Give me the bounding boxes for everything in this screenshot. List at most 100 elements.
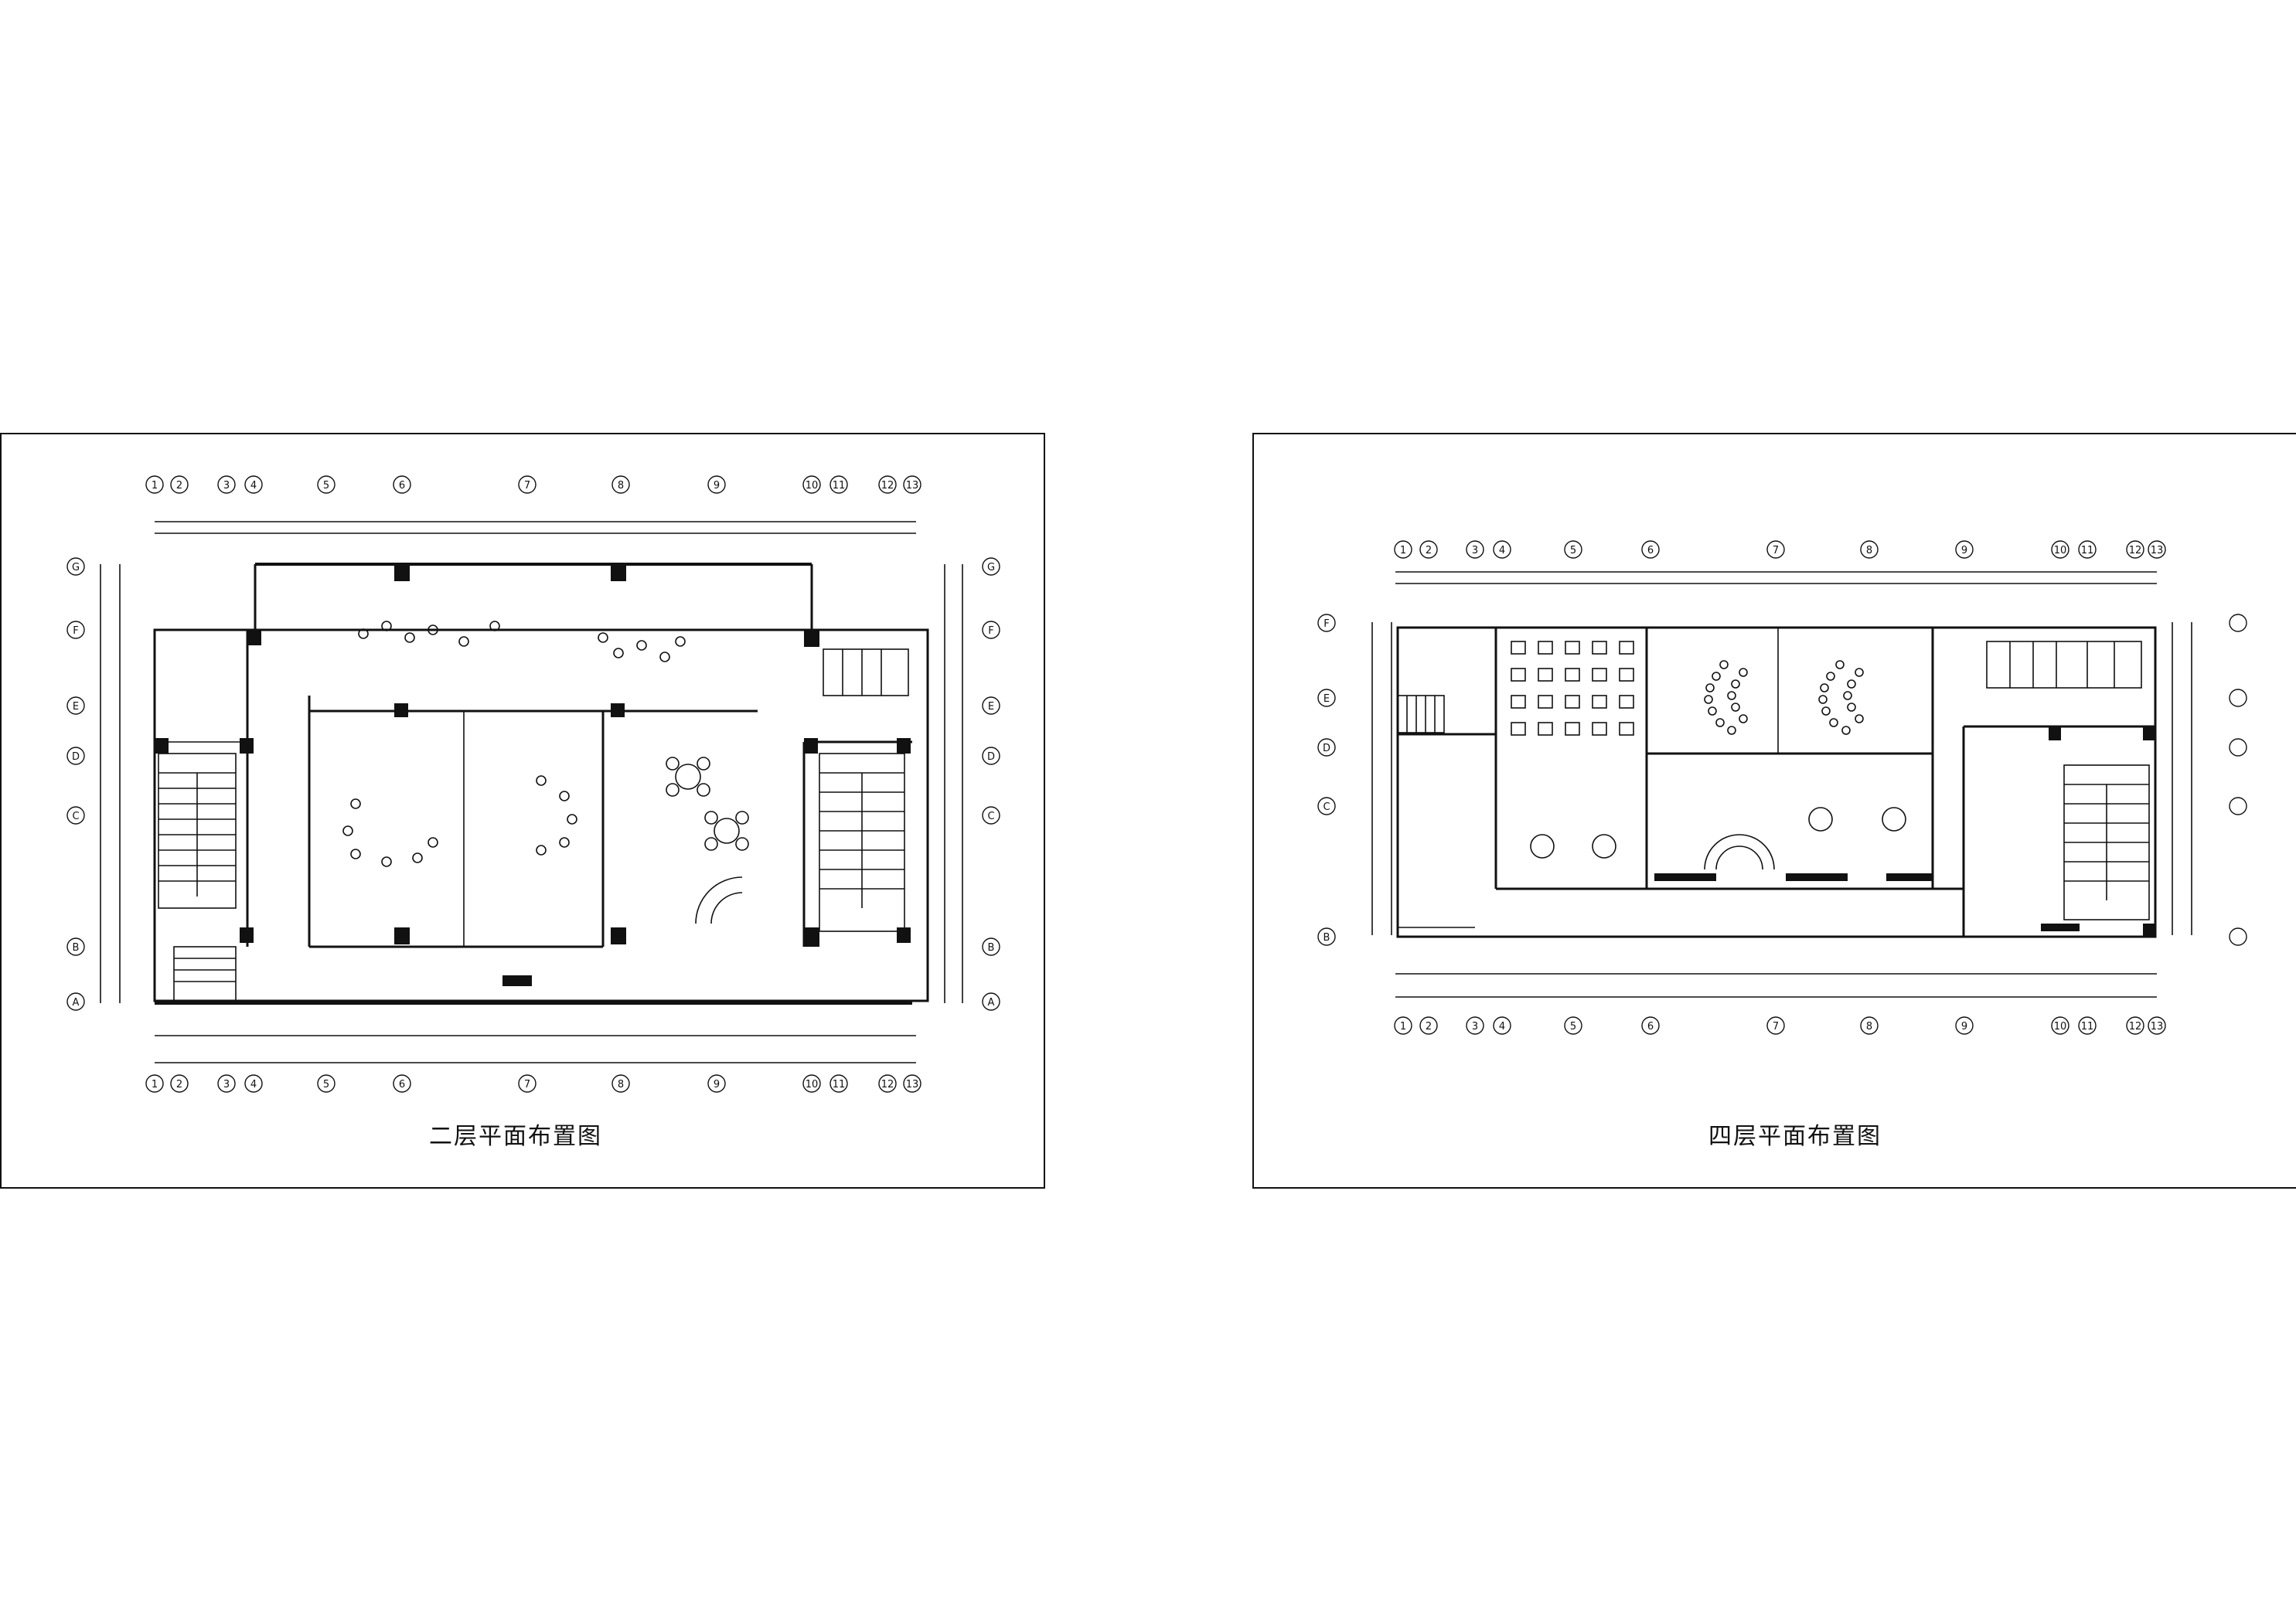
row-axis-bubble: B [66,937,85,956]
axis-label: 4 [250,1079,257,1091]
axis-label: 11 [2081,1021,2094,1033]
column-axis-bubble: 10 [802,475,821,494]
row-axis-bubble [2229,797,2247,815]
column-axis-bubble: 2 [1419,540,1438,559]
axis-label: 10 [806,1079,819,1091]
axis-label: 12 [881,480,894,492]
column-axis-bubble: 8 [1860,540,1879,559]
column-axis-bubble: 13 [2148,1016,2166,1035]
axis-label: C [987,811,994,822]
row-axis-bubble [2229,738,2247,757]
column-axis-bubble: 8 [611,475,630,494]
axis-label: 5 [323,1079,329,1091]
axis-label: 10 [2054,545,2067,556]
axis-label: 1 [152,480,158,492]
column-axis-bubble: 5 [1564,1016,1582,1035]
left-drawing-sheet [0,433,1045,1189]
row-axis-bubble: G [66,557,85,576]
axis-label: E [988,701,994,713]
row-axis-bubble: D [66,747,85,765]
axis-label: B [988,942,995,954]
row-axis-bubble: E [1317,689,1336,707]
spiral-stair-left [695,876,743,924]
column-axis-bubble: 10 [2051,1016,2069,1035]
column-axis-bubble: 1 [145,475,164,494]
axis-label: B [73,942,80,954]
row-axis-bubble: B [1317,927,1336,946]
column-axis-bubble: 13 [2148,540,2166,559]
axis-label: 3 [223,480,230,492]
column-axis-bubble: 6 [1641,540,1660,559]
axis-label: 5 [1570,1021,1576,1033]
fourth-floor-plan [1371,571,2192,998]
column-axis-bubble: 9 [707,475,726,494]
axis-label: 12 [2129,1021,2142,1033]
row-axis-bubble: B [982,937,1000,956]
axis-label: 13 [906,1079,919,1091]
column-axis-bubble: 5 [317,1074,336,1093]
round-tables-right [1530,807,1906,859]
column-axis-bubble: 7 [1766,540,1785,559]
column-axis-bubble: 12 [878,1074,897,1093]
column-axis-bubble: 6 [393,475,411,494]
column-axis-bubble: 7 [518,1074,537,1093]
axis-label: 7 [524,1079,530,1091]
axis-label: 9 [714,1079,720,1091]
restroom [823,648,909,696]
column-axis-bubble: 1 [1394,540,1412,559]
column-axis-bubble: 5 [317,475,336,494]
axis-label: B [1323,932,1330,944]
axis-label: 8 [618,1079,624,1091]
axis-label: 4 [250,480,257,492]
axis-label: 9 [1961,545,1967,556]
axis-label: 7 [1773,545,1779,556]
column-axis-bubble: 11 [2078,1016,2097,1035]
axis-label: 2 [176,1079,182,1091]
row-axis-bubble: G [982,557,1000,576]
row-axis-bubble: F [1317,614,1336,632]
entry-steps [173,946,237,1002]
column-axis-bubble: 11 [2078,540,2097,559]
axis-label: D [72,751,80,763]
axis-label: E [73,701,79,713]
axis-label: 4 [1499,545,1505,556]
column-axis-bubble: 11 [829,475,848,494]
column-axis-bubble: 4 [1493,540,1511,559]
axis-label: 10 [2054,1021,2067,1033]
column-axis-bubble: 4 [244,475,263,494]
axis-label: F [73,625,78,637]
axis-label: E [1323,693,1330,705]
axis-label: 4 [1499,1021,1505,1033]
row-axis-bubble: C [1317,797,1336,815]
right-row-axes-right [2229,614,2247,946]
column-axis-bubble: 3 [1466,540,1484,559]
column-axis-bubble: 4 [1493,1016,1511,1035]
round-tables-left [666,757,749,851]
structural-columns-left [155,564,911,986]
axis-label: 7 [524,480,530,492]
right-drawing-title: 四层平面布置图 [1708,1123,1882,1150]
axis-label: A [73,997,80,1009]
stair-left [158,753,237,909]
column-axis-bubble: 11 [829,1074,848,1093]
column-axis-bubble: 8 [1860,1016,1879,1035]
column-axis-bubble: 10 [2051,540,2069,559]
column-axis-bubble: 13 [903,1074,921,1093]
row-axis-bubble: F [66,621,85,639]
axis-label: 5 [1570,545,1576,556]
axis-label: G [987,562,995,573]
axis-label: 1 [152,1079,158,1091]
column-axis-bubble: 12 [2126,540,2144,559]
row-axis-bubble [2229,927,2247,946]
row-axis-bubble: E [982,696,1000,715]
row-axis-bubble: D [982,747,1000,765]
arc-seating [1704,660,1864,735]
axis-label: 7 [1773,1021,1779,1033]
column-axis-bubble: 5 [1564,540,1582,559]
axis-label: 3 [1472,1021,1478,1033]
axis-label: D [1323,743,1330,754]
column-axis-bubble: 12 [878,475,897,494]
